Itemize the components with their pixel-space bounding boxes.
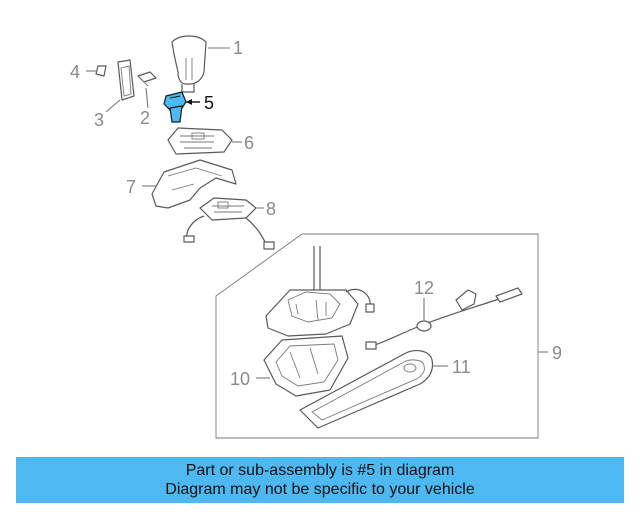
part-9-shifter-assembly[interactable] (265, 246, 375, 337)
callout-2: 2 (140, 108, 150, 128)
part-6-indicator-plate[interactable] (167, 127, 233, 155)
parts-diagram: 1 4 3 2 5 6 7 (70, 35, 562, 439)
banner-line-2: Diagram may not be specific to your vehi… (165, 481, 475, 498)
part-2-bracket[interactable] (137, 71, 157, 87)
part-3-bezel[interactable] (117, 59, 135, 101)
callout-3: 3 (94, 110, 104, 130)
callout-11: 11 (452, 357, 471, 377)
callout-5: 5 (204, 93, 214, 113)
callout-7: 7 (126, 177, 136, 197)
part-12-cable[interactable] (365, 287, 523, 350)
part-10-tray[interactable] (263, 335, 349, 397)
part-11-mat[interactable] (299, 350, 434, 429)
callout-1: 1 (233, 38, 243, 58)
info-banner: Part or sub-assembly is #5 in diagram Di… (16, 457, 624, 503)
callout-12: 12 (414, 278, 434, 298)
callout-6: 6 (244, 133, 254, 153)
callout-9: 9 (552, 343, 562, 363)
callout-10: 10 (230, 369, 250, 389)
assembly-9-frame (215, 233, 539, 439)
part-4-clip[interactable] (95, 65, 107, 77)
callout-8: 8 (266, 199, 276, 219)
part-1-shift-knob[interactable] (171, 35, 207, 93)
part-5-highlighted[interactable] (163, 91, 187, 123)
part-8-shifter-base[interactable] (183, 197, 275, 250)
banner-line-1: Part or sub-assembly is #5 in diagram (185, 462, 455, 479)
part-7-console-trim[interactable] (151, 159, 237, 209)
callout-4: 4 (70, 62, 80, 82)
